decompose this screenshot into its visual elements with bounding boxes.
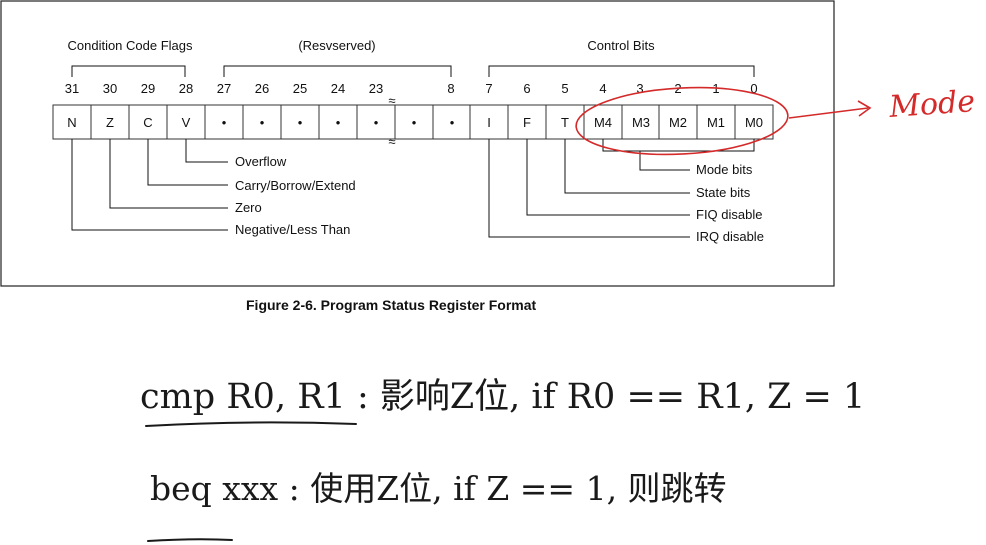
register-cell-label: • (450, 115, 455, 130)
break-mark-bottom: ≈ (388, 134, 395, 149)
register-cell-label: Z (106, 115, 114, 130)
register-cell-label: M2 (669, 115, 687, 130)
leader-carry (147, 139, 228, 186)
register-cell (734, 104, 774, 140)
label-irq-disable: IRQ disable (696, 229, 764, 244)
register-cell-label: T (561, 115, 569, 130)
label-carry-borrow-extend: Carry/Borrow/Extend (235, 178, 356, 193)
register-cell-label: • (374, 115, 379, 130)
register-cell (696, 104, 736, 140)
handwritten-line-2: beq xxx : 使用Z位, if Z == 1, 则跳转 (150, 469, 727, 508)
register-cell (128, 104, 168, 140)
register-cell (242, 104, 282, 140)
bit-number: 30 (103, 81, 117, 96)
bit-number: 29 (141, 81, 155, 96)
mode-arrow-head (857, 100, 872, 117)
bit-number: 24 (331, 81, 345, 96)
register-cell-label: V (182, 115, 191, 130)
bit-number: 3 (636, 81, 643, 96)
register-cell (280, 104, 320, 140)
register-cell-label: M1 (707, 115, 725, 130)
register-cell-label: • (298, 115, 303, 130)
bit-number: 28 (179, 81, 193, 96)
bit-number: 5 (561, 81, 568, 96)
figure-frame (0, 0, 835, 287)
register-cell-label: M3 (632, 115, 650, 130)
figure-caption: Figure 2-6. Program Status Register Form… (246, 297, 537, 313)
register-cell-label: N (67, 115, 76, 130)
leader-fiq (526, 139, 690, 216)
register-cell (658, 104, 698, 140)
label-control-bits: Control Bits (587, 38, 655, 53)
leader-state-bits (564, 139, 690, 194)
bit-number: 25 (293, 81, 307, 96)
label-overflow: Overflow (235, 154, 287, 169)
mode-circle (575, 86, 789, 156)
bracket-control (488, 65, 755, 77)
mode-bits-bracket (602, 139, 755, 152)
register-cells: N Z C V • • • • • • • I F T M4 M3 M2 M1 M0 (52, 104, 774, 140)
label-state-bits: State bits (696, 185, 751, 200)
leader-zero (109, 139, 228, 209)
register-cell-label: I (487, 115, 491, 130)
bit-number: 4 (599, 81, 606, 96)
label-negative-less-than: Negative/Less Than (235, 222, 350, 237)
bit-number: 8 (447, 81, 454, 96)
label-zero: Zero (235, 200, 262, 215)
label-mode-bits: Mode bits (696, 162, 753, 177)
register-cell (469, 104, 509, 140)
register-cell (583, 104, 623, 140)
leader-negative (71, 139, 228, 231)
bracket-condition (71, 65, 186, 77)
break-mark-top: ≈ (388, 93, 395, 108)
register-cell (204, 104, 244, 140)
bit-number: 6 (523, 81, 530, 96)
label-fiq-disable: FIQ disable (696, 207, 762, 222)
bit-numbers: 31 30 29 28 27 26 25 24 23 8 7 6 5 4 3 2… (65, 81, 758, 96)
mode-note: Mode (887, 84, 976, 125)
leader-overflow (185, 139, 228, 163)
register-cell-label: F (523, 115, 531, 130)
register-cell (166, 104, 206, 140)
bit-number: 7 (485, 81, 492, 96)
label-reserved: (Resvserved) (298, 38, 375, 53)
bit-number: 31 (65, 81, 79, 96)
register-cell-label: M0 (745, 115, 763, 130)
bit-number: 27 (217, 81, 231, 96)
register-cell-label: M4 (594, 115, 612, 130)
handwritten-underline-2 (147, 538, 233, 542)
handwritten-underline-1 (145, 421, 357, 427)
mode-arrow-line (788, 107, 869, 119)
label-condition-code-flags: Condition Code Flags (67, 38, 193, 53)
bit-number: 26 (255, 81, 269, 96)
bit-number: 0 (750, 81, 757, 96)
leader-irq (488, 139, 690, 238)
register-cell-label: • (222, 115, 227, 130)
bracket-reserved (223, 65, 452, 77)
register-cell-label: C (143, 115, 152, 130)
leader-mode-bits (639, 151, 690, 171)
register-cell-label: • (260, 115, 265, 130)
handwritten-line-1: cmp R0, R1 : 影响Z位, if R0 == R1, Z = 1 (140, 377, 865, 417)
register-cell-label: • (412, 115, 417, 130)
register-cell (394, 104, 434, 140)
bit-number: 23 (369, 81, 383, 96)
register-cell-label: • (336, 115, 341, 130)
